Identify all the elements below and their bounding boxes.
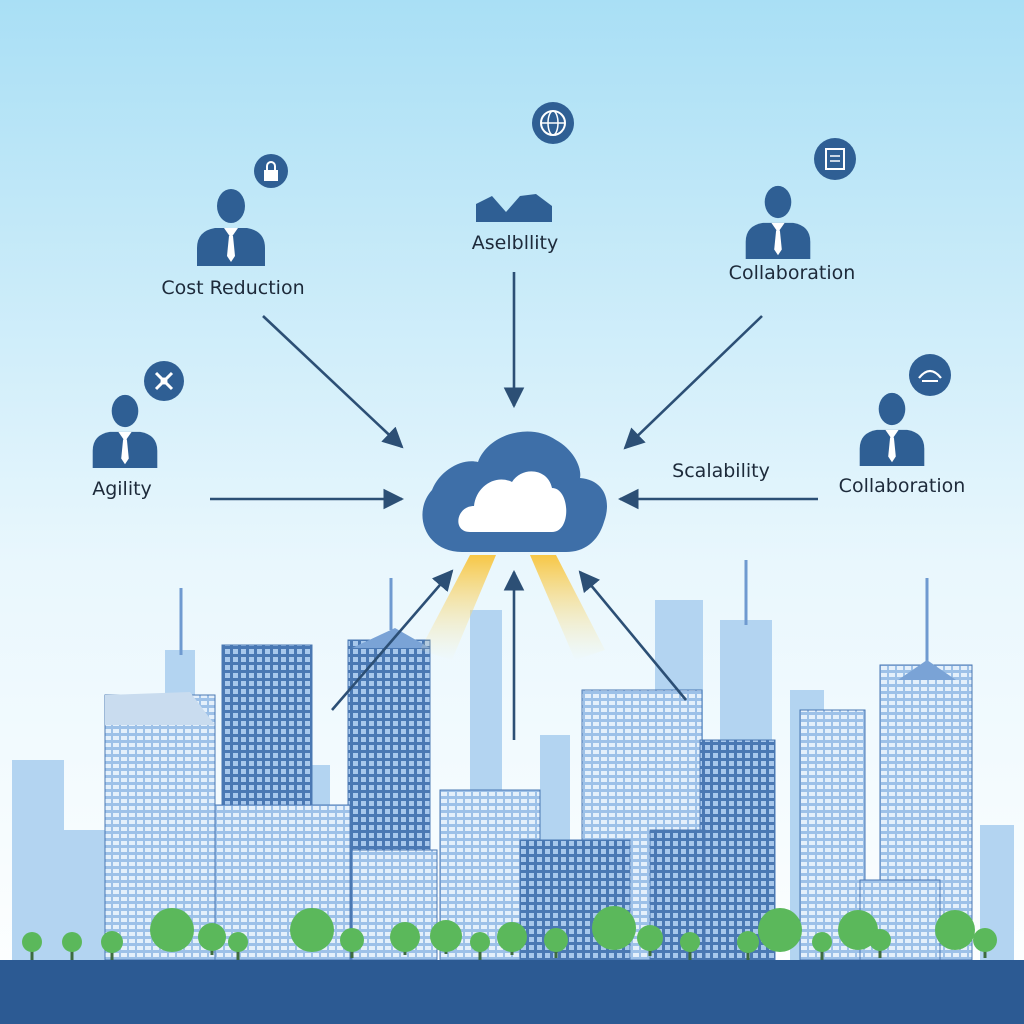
tree-icon — [935, 910, 975, 950]
tree-icon — [637, 925, 663, 951]
tree-icon — [737, 931, 759, 953]
crown-icon — [476, 194, 552, 222]
cloud-hub — [422, 431, 607, 552]
node-label-cost-reduction: Cost Reduction — [161, 277, 305, 299]
light-beam — [420, 555, 496, 660]
node-icons — [92, 102, 951, 468]
tree-icon — [150, 908, 194, 952]
tree-icon — [62, 932, 82, 952]
tree-icon — [838, 910, 878, 950]
chat-icon — [909, 354, 951, 396]
connector-arrows — [210, 272, 818, 740]
connector-arrow — [578, 570, 688, 701]
city-skyline — [0, 560, 1024, 1024]
person-icon-collaboration-right — [859, 392, 925, 466]
building-roof — [352, 628, 430, 648]
tree-icon — [22, 932, 42, 952]
tree-icon — [198, 923, 226, 951]
tree-icon — [497, 922, 527, 952]
tree-icon — [430, 920, 462, 952]
tree-icon — [544, 928, 568, 952]
ground — [0, 960, 1024, 1024]
tree-icon — [228, 932, 248, 952]
lock-icon — [254, 154, 288, 188]
light-beams — [420, 555, 605, 660]
light-beam — [530, 555, 605, 660]
background-building — [12, 760, 64, 960]
building-roof — [105, 692, 215, 725]
cloud-icon — [422, 431, 607, 552]
tree-icon — [869, 929, 891, 951]
tree-icon — [470, 932, 490, 952]
tree-icon — [390, 922, 420, 952]
tree-icon — [340, 928, 364, 952]
tree-icon — [812, 932, 832, 952]
person-icon-agility — [92, 394, 158, 468]
tree-icon — [592, 906, 636, 950]
person-icon-cost-reduction — [197, 189, 265, 266]
building-roof — [898, 660, 956, 680]
globe-icon — [532, 102, 574, 144]
connector-arrow — [623, 315, 763, 450]
tree-icon — [290, 908, 334, 952]
tree-icon — [758, 908, 802, 952]
connector-arrow — [262, 315, 404, 449]
connector-arrow — [331, 569, 454, 711]
document-icon — [814, 138, 856, 180]
node-label-collaboration-right: Collaboration — [838, 475, 966, 497]
tools-icon — [144, 361, 184, 401]
person-icon-collaboration-top — [745, 185, 811, 259]
node-label-collaboration-top: Collaboration — [728, 262, 856, 284]
tree-icon — [973, 928, 997, 952]
tree-icon — [680, 932, 700, 952]
node-label-scalability: Scalability — [672, 460, 770, 482]
node-label-agility: Agility — [92, 478, 152, 500]
tree-icon — [101, 931, 123, 953]
node-label-availability: Aselbllity — [471, 232, 559, 254]
